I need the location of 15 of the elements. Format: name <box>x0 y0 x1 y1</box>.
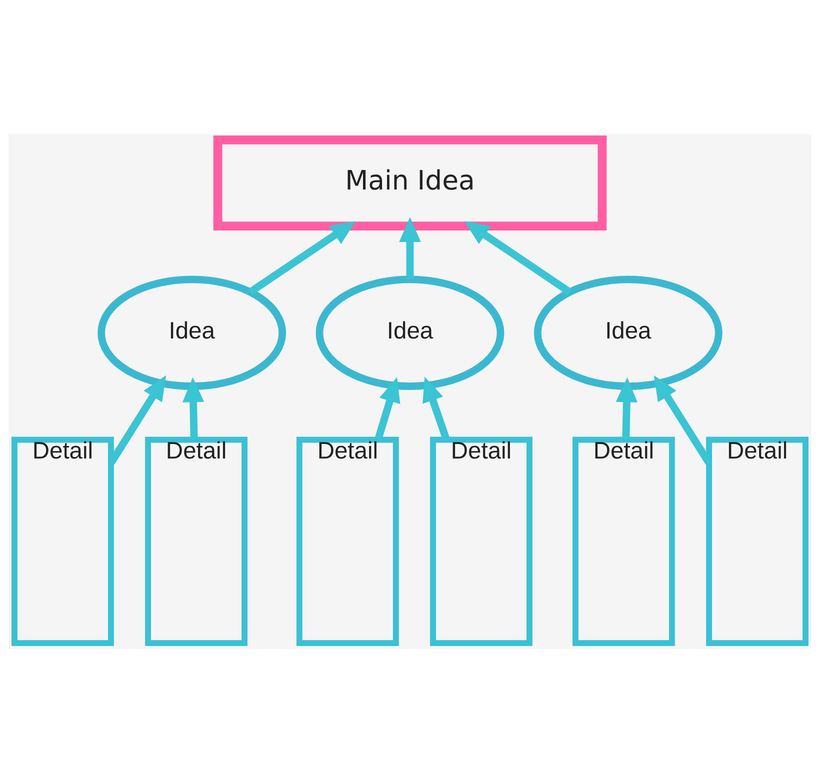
node-box: Detail <box>706 436 808 646</box>
arrow <box>182 377 204 440</box>
node-box: Main Idea <box>213 135 607 230</box>
node-ellipse: Idea <box>534 276 722 390</box>
arrow <box>616 377 638 440</box>
node-box: Detail <box>12 436 114 646</box>
node-box: Detail <box>430 436 532 646</box>
node-box: Detail <box>572 436 675 646</box>
node-box: Detail <box>296 436 399 646</box>
node-ellipse: Idea <box>98 276 286 390</box>
node-ellipse: Idea <box>316 276 504 390</box>
arrow <box>464 221 572 296</box>
node-box: Detail <box>145 436 248 646</box>
arrow <box>248 221 356 296</box>
arrow <box>399 217 421 280</box>
